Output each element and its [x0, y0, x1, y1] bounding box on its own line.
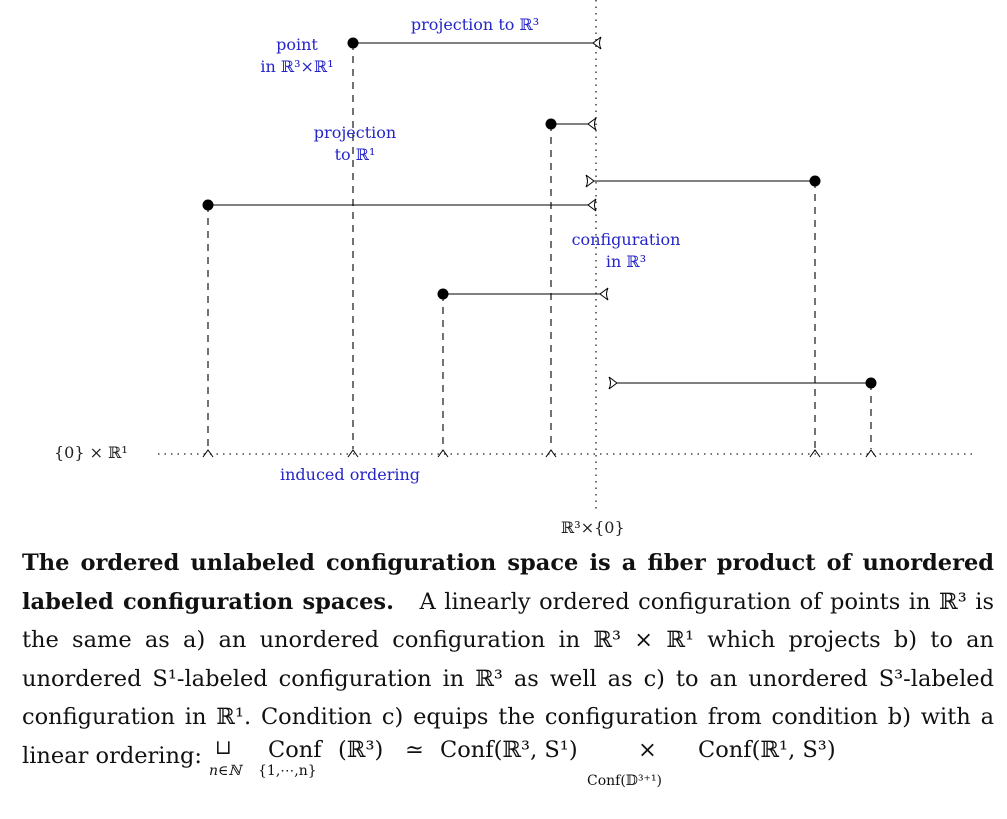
- config-point-1: [347, 36, 602, 458]
- label-configuration-line1: configuration: [571, 230, 681, 249]
- formula-times-sub: Conf(𝔻³⁺¹): [587, 773, 663, 789]
- formula-conf-mid: Conf(ℝ³, S¹): [440, 737, 578, 763]
- label-point-line1: point: [276, 35, 318, 54]
- label-configuration-line2: in ℝ³: [605, 252, 647, 271]
- label-induced-ordering: induced ordering: [279, 465, 421, 484]
- formula-conf-right: Conf(ℝ¹, S³): [698, 737, 836, 763]
- config-point-4: [202, 198, 597, 458]
- config-point-6: [608, 376, 877, 458]
- config-point-5: [437, 287, 609, 458]
- formula-conf-left: Conf: [268, 737, 322, 763]
- formula-equiv: ≃: [405, 737, 424, 763]
- label-point-line2: in ℝ³×ℝ¹: [260, 57, 334, 76]
- formula-conf-left-arg: (ℝ³): [338, 737, 384, 763]
- label-projection-r1: projection to ℝ¹: [300, 122, 410, 166]
- label-projection-r1-line1: projection: [313, 123, 397, 142]
- config-point-2: [545, 117, 597, 458]
- formula-coproduct-sub: n∈ℕ: [209, 763, 242, 779]
- caption-body: A linearly ordered configuration of poin…: [22, 588, 994, 769]
- label-projection-r3: projection to ℝ³: [410, 15, 540, 34]
- label-point: point in ℝ³×ℝ¹: [242, 34, 352, 78]
- formula-times: ×: [638, 737, 657, 763]
- formula-coproduct: ⊔: [215, 735, 232, 759]
- label-axis-r1: {0} × ℝ¹: [54, 443, 128, 462]
- label-configuration: configuration in ℝ³: [560, 229, 692, 273]
- caption-title: The ordered unlabeled configuration spac…: [22, 550, 994, 615]
- figure-caption: The ordered unlabeled configuration spac…: [22, 544, 994, 776]
- configuration-diagram: [158, 0, 972, 512]
- label-projection-r1-line2: to ℝ¹: [334, 145, 376, 164]
- formula-conf-left-sub: {1,⋯,n}: [258, 763, 317, 779]
- config-point-3: [585, 174, 821, 458]
- label-axis-r3: ℝ³×{0}: [561, 518, 625, 537]
